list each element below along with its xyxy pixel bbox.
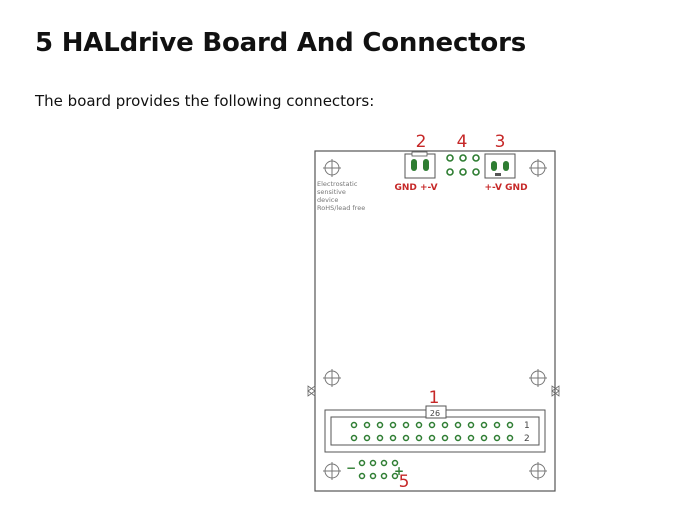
- side-mark-icons: [307, 385, 560, 397]
- connector-1-idc: [324, 405, 546, 453]
- plus-label: +: [394, 464, 404, 478]
- rohs-label: RoHS/lead free: [317, 204, 365, 212]
- pin-2-label: 2: [524, 434, 530, 444]
- pin-1-label: 1: [524, 421, 530, 431]
- connector-3-power-right: [484, 153, 516, 179]
- callout-2: 2: [416, 132, 427, 152]
- intro-text: The board provides the following connect…: [35, 92, 375, 110]
- pcb-outline: [314, 150, 556, 492]
- minus-label: −: [346, 461, 356, 475]
- left-power-label: GND +-V: [394, 183, 437, 193]
- esd-warning-line1: Electrostatic: [317, 180, 358, 188]
- connector-4-header: [446, 154, 480, 176]
- mounting-holes: [323, 159, 547, 480]
- connector-5-header: [358, 459, 399, 480]
- esd-warning-line3: device: [317, 196, 338, 204]
- pin-26-label: 26: [430, 409, 440, 418]
- esd-warning-line2: sensitive: [317, 188, 346, 196]
- callout-4: 4: [457, 132, 468, 152]
- connector-2-power-left: [404, 151, 436, 179]
- callout-3: 3: [495, 132, 506, 152]
- page-title: 5 HALdrive Board And Connectors: [35, 28, 526, 58]
- callout-5: 5: [399, 472, 410, 492]
- board-diagram: Electrostatic sensitive device RoHS/lead…: [307, 132, 560, 492]
- idc-pins: [350, 421, 514, 442]
- callout-1: 1: [429, 388, 440, 408]
- right-power-label: +-V GND: [484, 183, 527, 193]
